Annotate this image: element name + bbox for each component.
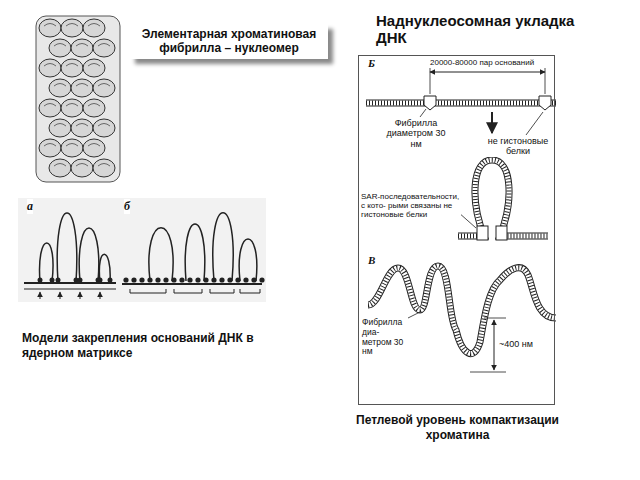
sphere-shade xyxy=(88,24,100,27)
figure-label: не гистоновые белки xyxy=(484,136,552,157)
nucleosome xyxy=(93,119,115,137)
anchor-dot xyxy=(187,277,192,282)
anchor-dot xyxy=(171,277,176,282)
nucleosome xyxy=(93,39,115,57)
sphere-shade xyxy=(54,124,66,127)
nucleosome xyxy=(83,99,105,117)
nucleomer-fibril xyxy=(36,16,120,182)
nucleosome xyxy=(49,159,71,177)
nucleosome xyxy=(39,59,61,77)
sphere-shade xyxy=(54,44,66,47)
anchor-dot xyxy=(227,277,232,282)
sphere-shade xyxy=(76,124,88,127)
nucleosome xyxy=(39,19,61,37)
sphere-shade xyxy=(76,164,88,167)
anchor-dot xyxy=(243,277,248,282)
figure-label: ~400 нм xyxy=(499,339,533,349)
sphere-shade xyxy=(88,64,100,67)
sphere-shade xyxy=(76,44,88,47)
nucleosome xyxy=(93,159,115,177)
nucleosome xyxy=(61,59,83,77)
figure-label: а xyxy=(27,199,33,214)
nucleosome xyxy=(39,139,61,157)
figure-label: б xyxy=(124,199,130,214)
sphere-shade xyxy=(44,144,56,147)
nucleosome xyxy=(71,159,93,177)
sphere-shade xyxy=(88,144,100,147)
nucleosome xyxy=(83,19,105,37)
anchor-dot xyxy=(155,277,160,282)
anchor-dot xyxy=(163,277,168,282)
figure-label: 20000-80000 пар оснований xyxy=(430,58,534,67)
anchor-dot xyxy=(131,277,136,282)
sphere-shade xyxy=(44,24,56,27)
figure-label: Б xyxy=(368,57,375,69)
nucleosome xyxy=(83,59,105,77)
node-text: Элементарная хроматиновая фибрилла – нук… xyxy=(136,27,322,56)
sphere-shade xyxy=(98,164,110,167)
figure-label: Фибрилла диа- метром 30 нм xyxy=(362,318,408,357)
sphere-shade xyxy=(66,24,78,27)
anchor-dot xyxy=(203,277,208,282)
sphere-shade xyxy=(98,84,110,87)
anchor-dot xyxy=(123,277,128,282)
nucleosome xyxy=(49,39,71,57)
anchor-dot xyxy=(259,277,264,282)
figure-label: Модели закрепления оснований ДНК в ядерн… xyxy=(22,331,272,361)
figure-label: SAR-последовательности, с кото- рыми свя… xyxy=(361,192,461,220)
caption-box: Элементарная хроматиновая фибрилла – нук… xyxy=(130,24,328,59)
anchor-dot xyxy=(195,277,200,282)
anchor-dot xyxy=(251,277,256,282)
nucleosome xyxy=(49,79,71,97)
figure-label: В xyxy=(368,254,375,266)
nucleosome xyxy=(83,139,105,157)
nucleosome xyxy=(71,39,93,57)
nucleosome xyxy=(71,79,93,97)
sphere-shade xyxy=(66,64,78,67)
nucleosome xyxy=(61,99,83,117)
nucleosome xyxy=(93,79,115,97)
anchor-dot xyxy=(219,277,224,282)
anchor-dot xyxy=(139,277,144,282)
sphere-shade xyxy=(76,84,88,87)
anchor-dot xyxy=(235,277,240,282)
sphere-shade xyxy=(66,104,78,107)
nucleosome xyxy=(61,139,83,157)
sphere-shade xyxy=(88,104,100,107)
title: Наднуклеосомная укладка ДНК xyxy=(376,12,608,47)
sphere-shade xyxy=(44,104,56,107)
nucleosome xyxy=(49,119,71,137)
anchor-dot xyxy=(147,277,152,282)
sphere-shade xyxy=(54,84,66,87)
anchor-dot xyxy=(211,277,216,282)
sphere-shade xyxy=(66,144,78,147)
sphere-shade xyxy=(98,44,110,47)
nucleosome xyxy=(39,99,61,117)
sphere-shade xyxy=(44,64,56,67)
anchor-dot xyxy=(179,277,184,282)
sphere-shade xyxy=(98,124,110,127)
nucleosome xyxy=(61,19,83,37)
node-text: Петлевой уровень компактизации хроматина xyxy=(329,413,586,443)
nucleosome xyxy=(71,119,93,137)
figure-label: Фибрилла диаметром 30 нм xyxy=(384,118,448,149)
sphere-shade xyxy=(54,164,66,167)
anchoring-models xyxy=(18,198,266,302)
